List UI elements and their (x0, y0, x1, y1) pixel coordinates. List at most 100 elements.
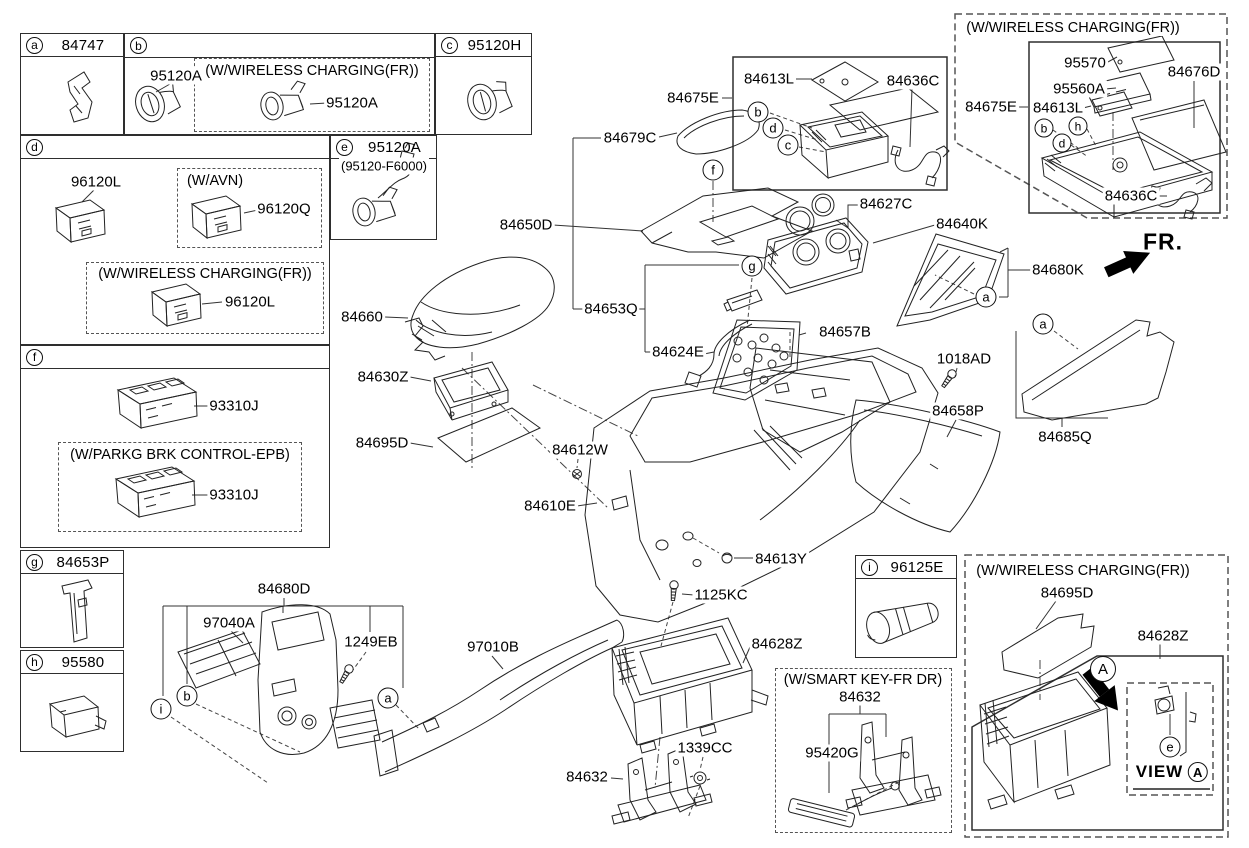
table-cell-a-header: a 84747 (21, 34, 123, 57)
callout-a-meshcover: a (975, 286, 997, 308)
tray-assembly-drawing (798, 61, 950, 187)
wireless-title-b: (W/WIRELESS CHARGING(FR)) (203, 63, 421, 79)
latch-and-wire-drawing (684, 289, 763, 388)
callout-letter: c (784, 137, 792, 153)
antenna-95420g (787, 798, 856, 828)
wireless-option-box-b (194, 58, 430, 132)
part-label-84675e: 84675E (665, 89, 721, 107)
table-cell-i-header: i 96125E (856, 556, 956, 579)
callout-A-br: A (1090, 656, 1116, 682)
callout-g-main: g (741, 255, 763, 277)
part-label-95570: 95570 (1062, 54, 1108, 72)
part-label-1339cc: 1339CC (675, 739, 735, 757)
duct-drawing (373, 619, 625, 777)
charger-96125e-icon (866, 602, 939, 644)
part-label-84613l-tr: 84613L (1030, 99, 1086, 117)
mat-drawing (437, 407, 541, 463)
callout-letter: b (183, 688, 191, 704)
part-code-84653p: 84653P (56, 553, 110, 571)
callout-a-rearcover: a (377, 687, 399, 709)
part-code-95120a-e: 95120A (368, 138, 421, 156)
part-code-95580: 95580 (61, 653, 105, 671)
callout-d-tr: d (1052, 133, 1072, 153)
console-body-drawing (584, 347, 939, 623)
callout-f-main: f (702, 159, 724, 181)
part-label-84612w: 84612W (550, 441, 610, 459)
table-cell-d: d (20, 135, 330, 345)
part-label-93310j-epb: 93310J (207, 486, 261, 504)
part-label-84636c-tr: 84636C (1102, 187, 1160, 205)
view-a-letter: A (1193, 764, 1204, 780)
part-label-84676d: 84676D (1165, 63, 1223, 81)
epb-title: (W/PARKG BRK CONTROL-EPB) (68, 447, 292, 463)
callout-letter: e (1166, 739, 1174, 755)
part-label-84695d: 84695D (353, 434, 411, 452)
callout-letter: g (748, 258, 756, 274)
avn-title: (W/AVN) (184, 173, 246, 189)
callout-g-header: g (26, 553, 43, 571)
part-label-84636c: 84636C (884, 72, 942, 90)
main-art (177, 35, 1227, 828)
storage-box-drawing (611, 617, 769, 754)
callout-c-header: c (441, 36, 458, 54)
table-cell-g-header: g 84653P (21, 551, 123, 574)
table-cell-f-header: f (21, 346, 329, 369)
callout-b-tr: b (1034, 118, 1054, 138)
table-cell-g: g 84653P (20, 550, 124, 648)
callout-d-header: d (26, 138, 43, 156)
view-a-label: VIEW A (1135, 762, 1209, 782)
part-label-96120l-d: 96120L (68, 173, 124, 191)
tr-inner-box-border (1028, 41, 1221, 214)
solid-region-borders (732, 41, 1224, 831)
view-detail-drawing (1154, 685, 1197, 757)
tray-drawing (433, 361, 509, 421)
callout-letter: b (754, 104, 762, 120)
assembly-axis-lines (461, 112, 1114, 789)
lid-84679c-drawing (676, 109, 760, 155)
callout-h-letter: h (31, 655, 38, 669)
callout-e-header: e (336, 138, 353, 156)
br-wireless-box-drawing (979, 613, 1210, 810)
part-label-84658p: 84658P (930, 402, 986, 420)
callout-e-view: e (1159, 736, 1181, 758)
part-label-84680d: 84680D (255, 580, 313, 598)
console-frame-drawing (749, 347, 891, 471)
callout-b-rearcover: b (176, 685, 198, 707)
epb-option-box (58, 442, 302, 532)
part-label-84660: 84660 (339, 308, 385, 326)
br-inner-box-border (971, 655, 1224, 831)
part-code-95120h: 95120H (467, 36, 522, 54)
part-label-84675e-tr: 84675E (963, 98, 1019, 116)
part-label-97010b: 97010B (465, 638, 521, 656)
table-cell-b: b (124, 33, 435, 135)
part-label-84679c: 84679C (601, 129, 659, 147)
wireless-option-box-d (86, 262, 324, 334)
smart-key-drawing (787, 721, 942, 828)
table-cell-h: h 95580 (20, 650, 124, 752)
grommet-84613y (721, 552, 733, 564)
bottom-right-wireless-box-border (964, 554, 1229, 838)
table-cell-c: c 95120H (435, 33, 532, 135)
callout-letter: d (1058, 136, 1066, 150)
smart-key-title: (W/SMART KEY-FR DR) (781, 672, 945, 688)
callout-a-sidepanel: a (1032, 313, 1054, 335)
part-label-84650d: 84650D (497, 216, 555, 234)
callout-letter: f (711, 162, 715, 178)
callout-c-letter: c (446, 38, 453, 52)
bracket-84632-drawing (611, 747, 713, 825)
callout-a-letter: a (31, 38, 38, 52)
part-label-96120l-dwc: 96120L (222, 293, 278, 311)
armrest-drawing (404, 256, 555, 361)
view-text: VIEW (1135, 762, 1184, 781)
callout-i-letter: i (868, 560, 871, 574)
part-label-95120a-b: 95120A (148, 67, 204, 85)
part-label-97040a: 97040A (201, 614, 257, 632)
part-label-84695d-br: 84695D (1038, 584, 1096, 602)
callout-h-header: h (26, 653, 43, 671)
table-cell-d-header: d (21, 136, 329, 159)
part-label-1018ad: 1018AD (934, 350, 994, 368)
tr-wireless-tray-drawing (1040, 35, 1227, 220)
wireless-title-top-right: (W/WIRELESS CHARGING(FR)) (964, 20, 1182, 36)
